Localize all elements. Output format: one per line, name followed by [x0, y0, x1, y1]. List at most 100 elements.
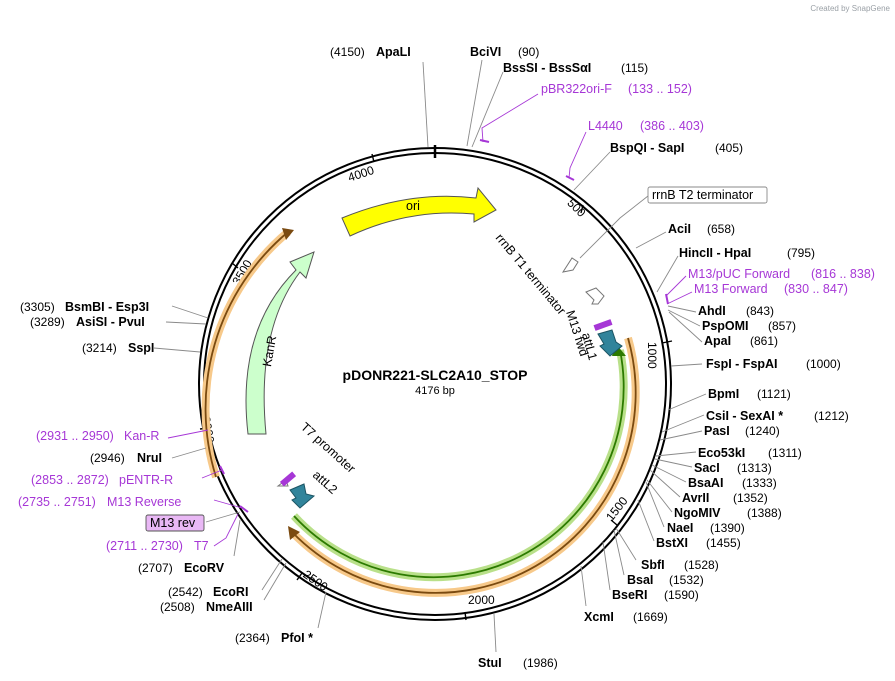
bspqi-pos: (405): [715, 141, 743, 155]
bspqi-name[interactable]: BspQI - SapI: [610, 141, 684, 155]
pfoi-name[interactable]: PfoI *: [281, 631, 313, 645]
acii-name[interactable]: AciI: [668, 222, 691, 236]
kanr-label: KanR: [260, 335, 279, 368]
leader-saci: [654, 458, 693, 468]
pentr-name[interactable]: pENTR-R: [119, 473, 173, 487]
asisi-name[interactable]: AsiSI - PvuI: [76, 315, 145, 329]
apai-name[interactable]: ApaI: [704, 334, 731, 348]
m13forward-name[interactable]: M13 Forward: [694, 282, 768, 296]
apali-name[interactable]: ApaLI: [376, 45, 411, 59]
ori-feature[interactable]: [341, 186, 497, 237]
leader-asisi: [165, 321, 207, 325]
bpmi-name[interactable]: BpmI: [708, 387, 739, 401]
ngomiv-pos: (1388): [747, 506, 782, 520]
apali-pos: (4150): [330, 45, 365, 59]
kanr-primer-name[interactable]: Kan-R: [124, 429, 159, 443]
ecori-name[interactable]: EcoRI: [213, 585, 248, 599]
nmeaiii-name[interactable]: NmeAIII: [206, 600, 253, 614]
m13puc-mark: [665, 293, 669, 305]
stui-name[interactable]: StuI: [478, 656, 502, 670]
rrnb-t1-label: rrnB T1 terminator: [493, 231, 569, 318]
m13rev-label[interactable]: M13 rev: [150, 516, 196, 530]
hincii-name[interactable]: HincII - HpaI: [679, 246, 751, 260]
rrnb-t1-arrow[interactable]: [585, 287, 605, 305]
pasi-name[interactable]: PasI: [704, 424, 730, 438]
ecorv-name[interactable]: EcoRV: [184, 561, 225, 575]
tick-label-2500: 2500: [301, 567, 331, 594]
pbr322-range: (133 .. 152): [628, 82, 692, 96]
l4440-name[interactable]: L4440: [588, 119, 623, 133]
sbfi-name[interactable]: SbfI: [641, 558, 665, 572]
orange-band-right-line: [291, 337, 637, 594]
fspi-name[interactable]: FspI - FspAI: [706, 357, 778, 371]
bsaai-name[interactable]: BsaAI: [688, 476, 723, 490]
xcmi-name[interactable]: XcmI: [584, 610, 614, 624]
pspomi-pos: (857): [768, 319, 796, 333]
pspomi-name[interactable]: PspOMI: [702, 319, 749, 333]
leader-pspomi: [667, 309, 701, 327]
orange-band-left-arrow: [282, 228, 294, 240]
leader-t7: [213, 513, 239, 547]
leader-m13rev: [205, 511, 241, 523]
m13puc-name[interactable]: M13/pUC Forward: [688, 267, 790, 281]
bsssi-name[interactable]: BssSI - BssSαI: [503, 61, 591, 75]
bpmi-pos: (1121): [757, 387, 791, 401]
kanr-feature[interactable]: [245, 251, 315, 435]
bsmbi-name[interactable]: BsmBI - Esp3I: [65, 300, 149, 314]
bseri-name[interactable]: BseRI: [612, 588, 647, 602]
bseri-pos: (1590): [664, 588, 699, 602]
attl2-label: attL2: [310, 468, 340, 497]
t7-range: (2711 .. 2730): [106, 539, 183, 553]
leader-bsai: [613, 529, 625, 576]
tick-label-2000: 2000: [468, 593, 495, 607]
pfoi-pos: (2364): [235, 631, 270, 645]
pbr322-name[interactable]: pBR322ori-F: [541, 82, 612, 96]
leader-stui: [493, 613, 497, 653]
nrui-pos: (2946): [90, 451, 125, 465]
ori-label: ori: [406, 199, 420, 213]
leader-pfoi: [317, 591, 327, 629]
sspi-name[interactable]: SspI: [128, 341, 154, 355]
fspi-pos: (1000): [806, 357, 841, 371]
leader-naei: [645, 481, 665, 528]
snapgene-watermark: Created by SnapGene: [810, 4, 890, 13]
ahdi-name[interactable]: AhdI: [698, 304, 726, 318]
naei-name[interactable]: NaeI: [667, 521, 693, 535]
csii-name[interactable]: CsiI - SexAI *: [706, 409, 783, 423]
apai-pos: (861): [750, 334, 778, 348]
orange-band-left-line: [204, 231, 289, 478]
t7-name[interactable]: T7: [194, 539, 209, 553]
leader-xcmi: [580, 565, 587, 607]
rrnb-t2-leader: [579, 195, 649, 259]
m13reverse-name[interactable]: M13 Reverse: [107, 495, 181, 509]
attl2-arrow[interactable]: [289, 483, 316, 509]
avrii-name[interactable]: AvrII: [682, 491, 709, 505]
leader-bpmi: [667, 393, 707, 411]
attl1-arrow[interactable]: [597, 329, 623, 357]
m13fwd-primer-mark[interactable]: [593, 319, 613, 331]
leader-acii: [635, 231, 667, 249]
saci-name[interactable]: SacI: [694, 461, 720, 475]
leader-bseri: [602, 541, 611, 591]
bcivi-name[interactable]: BciVI: [470, 45, 501, 59]
rrnb-t2-arrow[interactable]: [561, 257, 579, 273]
bcivi-pos: (90): [518, 45, 539, 59]
leader-bspqi: [573, 151, 611, 191]
tick-label-4000: 4000: [346, 163, 376, 185]
saci-pos: (1313): [737, 461, 772, 475]
ecorv-pos: (2707): [138, 561, 173, 575]
eco53ki-name[interactable]: Eco53kI: [698, 446, 745, 460]
leader-csii: [661, 414, 705, 433]
leader-ecorv: [233, 519, 241, 557]
nrui-name[interactable]: NruI: [137, 451, 162, 465]
sbfi-pos: (1528): [684, 558, 719, 572]
leader-bsmbi: [171, 305, 209, 319]
t7-primer-mark[interactable]: [279, 471, 297, 487]
l4440-range: (386 .. 403): [640, 119, 704, 133]
ngomiv-name[interactable]: NgoMIV: [674, 506, 721, 520]
bstxi-name[interactable]: BstXI: [656, 536, 688, 550]
leader-nmeaiii: [263, 562, 287, 601]
bsai-name[interactable]: BsaI: [627, 573, 653, 587]
attl1-label: attL1: [579, 331, 600, 362]
